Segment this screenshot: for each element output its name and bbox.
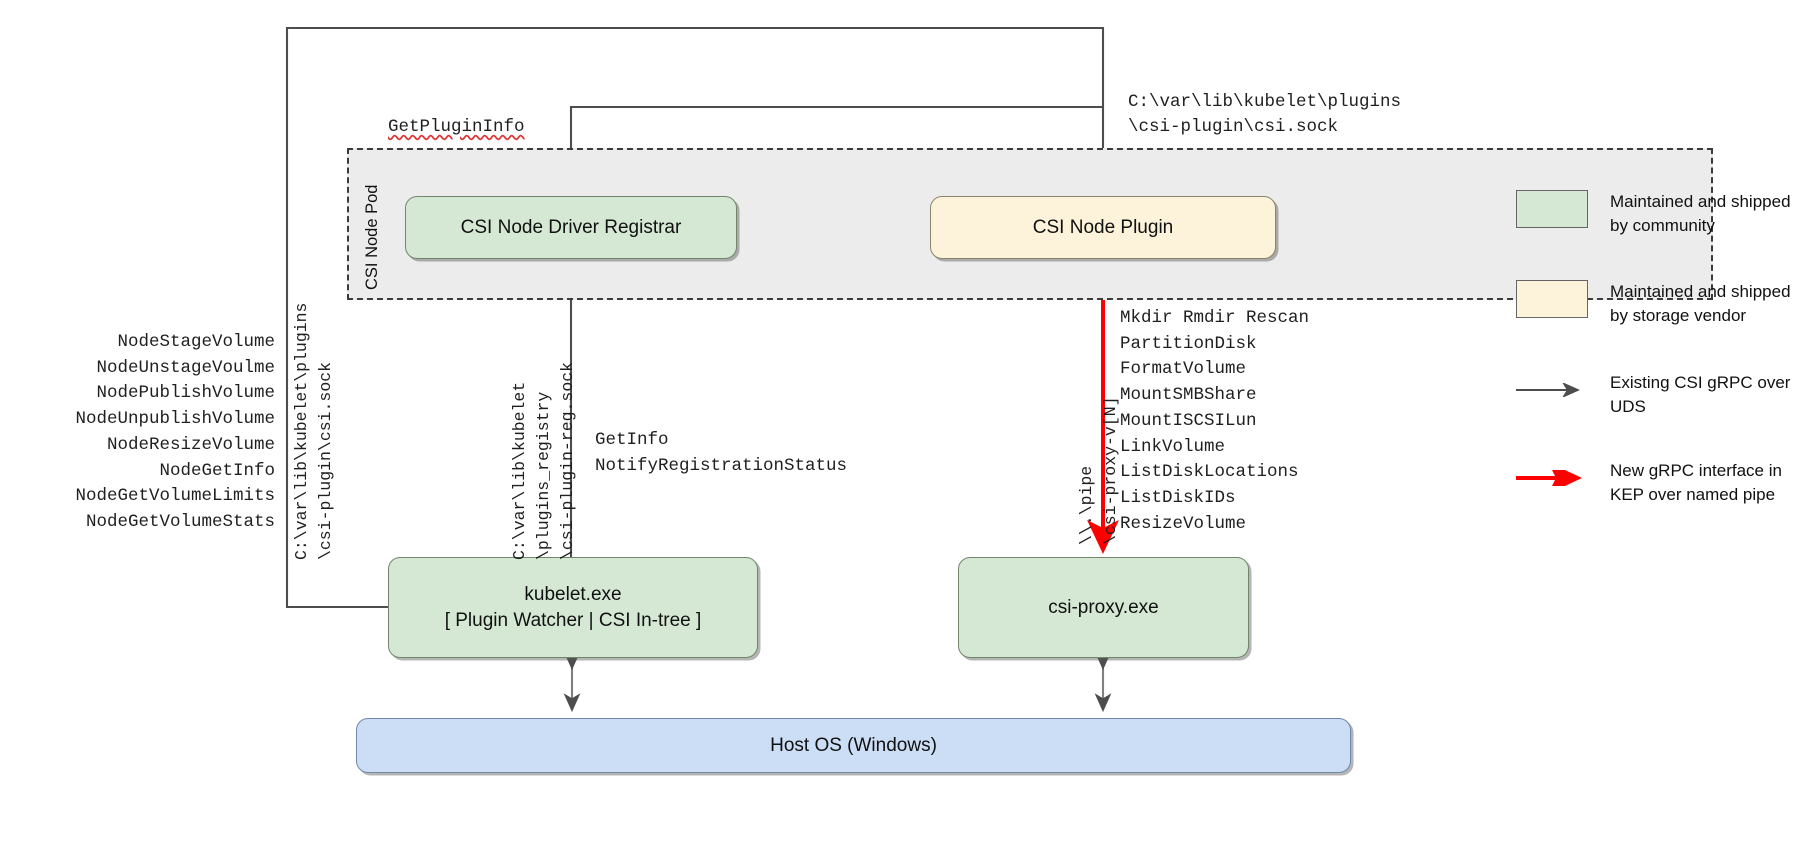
label-csi-sock-path: C:\var\lib\kubelet\plugins \csi-plugin\c… [1128, 92, 1402, 138]
box-csi-node-driver-registrar-label: CSI Node Driver Registrar [460, 216, 682, 238]
box-kubelet-exe[interactable]: kubelet.exe [ Plugin Watcher | CSI In-tr… [388, 557, 758, 658]
box-csi-node-plugin[interactable]: CSI Node Plugin [930, 196, 1276, 259]
legend-item-new-grpc: New gRPC interface in KEP over named pip… [1516, 459, 1806, 507]
box-csi-proxy-exe-label: csi-proxy.exe [1048, 596, 1159, 618]
legend-item-vendor: Maintained and shipped by storage vendor [1516, 280, 1806, 328]
legend-arrow-red-icon [1516, 459, 1588, 497]
legend-item-existing-grpc: Existing CSI gRPC over UDS [1516, 371, 1806, 419]
legend-item-community: Maintained and shipped by community [1516, 190, 1806, 238]
box-kubelet-exe-subtitle: [ Plugin Watcher | CSI In-tree ] [444, 609, 702, 631]
label-node-operations: NodeStageVolume NodeUnstageVoulme NodePu… [75, 332, 275, 533]
box-csi-node-driver-registrar[interactable]: CSI Node Driver Registrar [405, 196, 737, 259]
box-csi-node-plugin-label: CSI Node Plugin [1032, 216, 1174, 238]
label-registrar-calls: GetInfo NotifyRegistrationStatus [595, 430, 848, 476]
label-get-plugin-info: GetPluginInfo [388, 117, 525, 137]
label-vertical-registry-sock-path: C:\var\lib\kubelet \plugins_registry \cs… [510, 361, 577, 560]
box-csi-proxy-exe[interactable]: csi-proxy.exe [958, 557, 1249, 658]
label-vertical-named-pipe: \\.\pipe \csi-proxy-v[N] [1077, 396, 1120, 545]
csi-node-pod-label: CSI Node Pod [363, 184, 381, 290]
label-csi-proxy-operations: Mkdir Rmdir Rescan PartitionDisk FormatV… [1120, 308, 1310, 534]
legend: Maintained and shipped by community Main… [1516, 190, 1806, 547]
legend-swatch-green-icon [1516, 190, 1588, 228]
legend-label-new-grpc: New gRPC interface in KEP over named pip… [1610, 460, 1782, 504]
legend-swatch-yellow-icon [1516, 280, 1588, 319]
label-vertical-csi-sock-path: C:\var\lib\kubelet\plugins \csi-plugin\c… [292, 302, 335, 560]
box-host-os[interactable]: Host OS (Windows) [356, 718, 1351, 773]
legend-label-community: Maintained and shipped by community [1610, 192, 1791, 236]
legend-label-existing-grpc: Existing CSI gRPC over UDS [1610, 372, 1791, 416]
legend-label-vendor: Maintained and shipped by storage vendor [1610, 282, 1791, 326]
legend-arrow-gray-icon [1516, 371, 1588, 409]
box-host-os-label: Host OS (Windows) [770, 734, 937, 756]
box-kubelet-exe-title: kubelet.exe [524, 583, 622, 605]
